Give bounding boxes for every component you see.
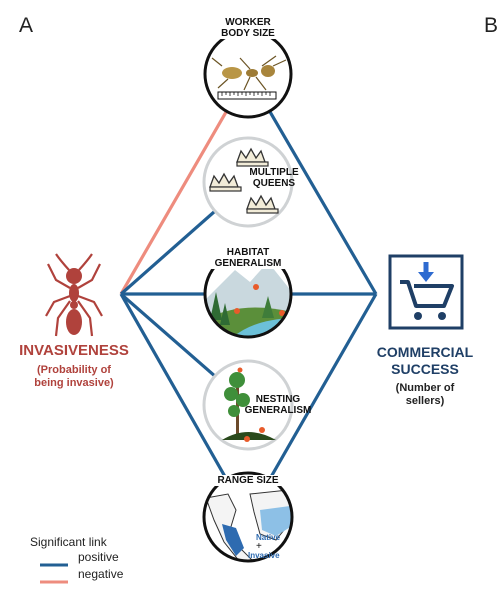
commercial-subtitle-line-2: sellers) (405, 395, 445, 407)
invasiveness-title: INVASIVENESS (19, 342, 129, 359)
invasive-ant-icon (45, 253, 103, 337)
ruler-icon (217, 91, 277, 100)
landscape-icon (205, 262, 291, 337)
range-plus-label: + (256, 541, 262, 552)
trait-label-nesting: NESTING GENERALISM (244, 394, 312, 416)
invasiveness-subtitle: (Probability of being invasive) (4, 364, 144, 390)
commercial-subtitle-line-1: (Number of (395, 382, 455, 394)
range-invasive-label: Invasive (248, 551, 280, 560)
panel-label-a: A (19, 14, 34, 37)
commercial-subtitle: (Number of sellers) (362, 382, 488, 408)
panel-label-b: B (484, 14, 497, 37)
legend-positive-label: positive (78, 550, 119, 564)
trait-label-body-size: WORKER BODY SIZE (206, 17, 290, 39)
body-size-circle (203, 29, 293, 119)
worker-ant-icon (211, 55, 287, 91)
tree-icon (222, 367, 276, 442)
nesting-circle (202, 359, 294, 451)
legend-title: Significant link (30, 535, 107, 549)
queens-circle (202, 136, 294, 228)
range-circle (202, 471, 294, 563)
legend-negative-label: negative (78, 567, 124, 581)
range-native-label: Native (256, 533, 281, 542)
world-map-icon (205, 489, 292, 561)
commercial-title: COMMERCIAL SUCCESS (362, 344, 488, 378)
habitat-circle (203, 249, 293, 339)
trait-label-range: RANGE SIZE (206, 475, 290, 486)
shopping-cart-icon (388, 254, 464, 330)
crown-icon (209, 172, 242, 192)
trait-label-queens: MULTIPLE QUEENS (249, 167, 299, 189)
invasiveness-subtitle-line-2: being invasive) (34, 377, 114, 389)
trait-label-habitat: HABITAT GENERALISM (206, 247, 290, 269)
crown-icon (246, 194, 279, 214)
crown-icon (236, 147, 269, 167)
invasiveness-subtitle-line-1: (Probability of (37, 364, 111, 376)
commercial-title-line-2: SUCCESS (391, 361, 459, 377)
commercial-title-line-1: COMMERCIAL (376, 344, 474, 360)
